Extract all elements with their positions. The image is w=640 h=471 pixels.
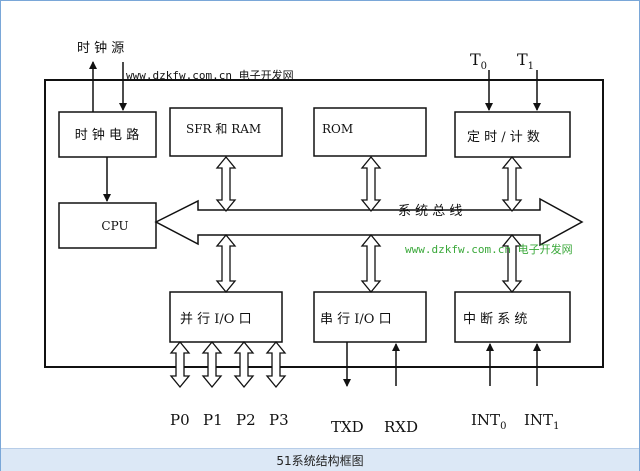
cpu-block: CPU (58, 202, 157, 249)
p0-label: P0 (170, 411, 190, 429)
system-bus-label: 系 统 总 线 (398, 204, 462, 219)
clock-source-label: 时 钟 源 (77, 40, 124, 56)
p2-label: P2 (236, 411, 256, 429)
sfr-ram-block: SFR 和 RAM (169, 107, 283, 157)
cpu-label: CPU (101, 219, 128, 233)
serial-io-block: 串 行 I/O 口 (313, 291, 427, 343)
caption-bar: 51系统结构框图 (1, 448, 639, 471)
interrupt-system-label: 中 断 系 统 (463, 312, 527, 327)
interrupt-bus-link (501, 233, 523, 294)
watermark-top: www.dzkfw.com.cn 电子开发网 (126, 68, 294, 82)
timer-counter-label: 定 时 / 计 数 (467, 130, 540, 145)
port-p2-arrow (233, 340, 255, 389)
serial-io-label: 串 行 I/O 口 (320, 312, 392, 327)
int1-label: INT1 (524, 411, 559, 432)
port-p1-arrow (201, 340, 223, 389)
parallel-io-block: 并 行 I/O 口 (169, 291, 283, 343)
p3-label: P3 (269, 411, 289, 429)
system-boundary (44, 79, 604, 368)
timer-counter-block: 定 时 / 计 数 (454, 111, 571, 158)
clock-circuit-label: 时 钟 电 路 (75, 127, 139, 143)
serial-io-bus-link (360, 233, 382, 294)
port-p0-arrow (169, 340, 191, 389)
parallel-io-bus-link (215, 233, 237, 294)
watermark-green: www.dzkfw.com.cn 电子开发网 (405, 242, 573, 256)
int0-label: INT0 (471, 411, 506, 432)
rxd-label: RXD (384, 418, 418, 436)
port-p3-arrow (265, 340, 287, 389)
sfr-ram-bus-link (215, 155, 237, 213)
block-diagram: 时 钟 电 路 SFR 和 RAM ROM 定 时 / 计 数 CPU 并 行 … (44, 40, 604, 436)
rom-bus-link (360, 155, 382, 213)
figure-caption: 51系统结构框图 (276, 454, 364, 468)
p1-label: P1 (203, 411, 223, 429)
txd-label: TXD (331, 418, 364, 436)
interrupt-system-block: 中 断 系 统 (454, 291, 571, 343)
t0-label: T0 (470, 50, 487, 72)
sfr-ram-label: SFR 和 RAM (186, 122, 261, 136)
timer-bus-link (501, 155, 523, 213)
clock-circuit-block: 时 钟 电 路 (58, 111, 157, 158)
rom-block: ROM (313, 107, 427, 157)
system-bus-arrow (154, 197, 584, 247)
t1-label: T1 (517, 50, 534, 72)
parallel-io-label: 并 行 I/O 口 (180, 312, 252, 327)
rom-label: ROM (322, 122, 353, 136)
